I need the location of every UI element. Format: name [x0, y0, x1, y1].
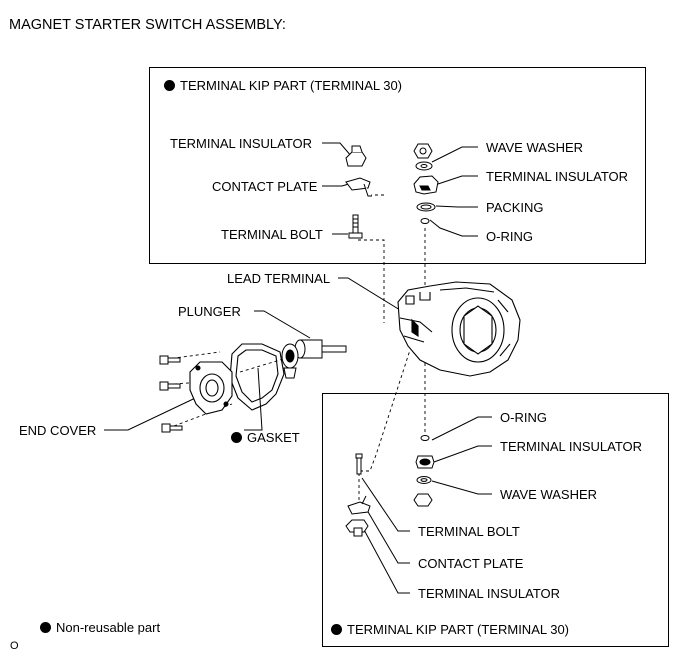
label-top-terminal-insulator-right: TERMINAL INSULATOR: [486, 169, 629, 184]
leader-bottom-contact-plate: [363, 504, 410, 564]
leader-end-cover: [104, 391, 209, 431]
label-bottom-terminal-insulator-right: TERMINAL INSULATOR: [500, 439, 643, 454]
non-reusable-dot-icon: [331, 624, 342, 635]
bottom-terminal-bolt-part: [355, 453, 363, 459]
end-cover-screws: [159, 355, 183, 433]
leader-bottom-wave-washer: [431, 480, 492, 495]
leader-bottom-terminal-insulator-left: [361, 525, 410, 594]
leader-top-o-ring: [429, 219, 478, 237]
top-terminal-bolt-part: [352, 214, 359, 236]
label-bottom-o-ring: O-RING: [500, 410, 547, 425]
leader-top-wave-washer: [431, 146, 478, 163]
switch-housing-part: [397, 281, 521, 377]
leader-top-packing: [435, 205, 478, 208]
bottom-nut-part: [413, 493, 433, 507]
leader-top-terminal-insulator-right: [437, 175, 478, 185]
bottom-kit-box: [322, 393, 669, 647]
leader-lead-terminal: [338, 277, 401, 311]
figure-code: O: [10, 640, 19, 652]
non-reusable-dot-icon: [164, 80, 175, 91]
leader-top-terminal-insulator-left: [322, 142, 353, 158]
plunger-part: [281, 339, 347, 379]
bottom-contact-plate-part: [347, 501, 371, 515]
top-kit-box: [149, 67, 646, 264]
label-top-terminal-insulator-left: TERMINAL INSULATOR: [170, 136, 313, 151]
top-terminal-insulator-right-part: [413, 175, 439, 195]
label-plunger: PLUNGER: [178, 304, 241, 319]
label-lead-terminal: LEAD TERMINAL: [227, 271, 331, 286]
leader-bottom-o-ring: [431, 416, 492, 441]
label-bottom-wave-washer: WAVE WASHER: [500, 487, 598, 502]
legend-non-reusable: Non-reusable part: [40, 620, 160, 635]
leader-bottom-terminal-insulator: [433, 445, 492, 463]
leader-gasket: [244, 367, 263, 431]
label-end-cover: END COVER: [19, 423, 97, 438]
label-bottom-contact-plate: CONTACT PLATE: [418, 556, 524, 571]
label-bottom-terminal-insulator-left: TERMINAL INSULATOR: [418, 586, 561, 601]
label-top-terminal-bolt: TERMINAL BOLT: [221, 227, 323, 242]
leader-plunger: [254, 310, 311, 339]
top-contact-plate-part: [345, 177, 371, 191]
bottom-o-ring-part: [420, 435, 430, 441]
top-box-heading: TERMINAL KIP PART (TERMINAL 30): [164, 78, 402, 93]
end-cover-part: [189, 361, 233, 415]
label-gasket: GASKET: [231, 430, 300, 445]
non-reusable-dot-icon: [231, 432, 242, 443]
label-top-contact-plate: CONTACT PLATE: [212, 179, 318, 194]
gasket-part: [229, 343, 285, 411]
top-o-ring-part: [420, 218, 430, 224]
label-top-o-ring: O-RING: [486, 229, 533, 244]
label-bottom-terminal-bolt: TERMINAL BOLT: [418, 524, 520, 539]
page-title: MAGNET STARTER SWITCH ASSEMBLY:: [9, 17, 286, 33]
label-top-packing: PACKING: [486, 200, 544, 215]
non-reusable-dot-icon: [40, 622, 51, 633]
bottom-box-heading: TERMINAL KIP PART (TERMINAL 30): [331, 622, 569, 637]
leader-bottom-terminal-bolt: [361, 477, 410, 532]
label-top-wave-washer: WAVE WASHER: [486, 140, 584, 155]
